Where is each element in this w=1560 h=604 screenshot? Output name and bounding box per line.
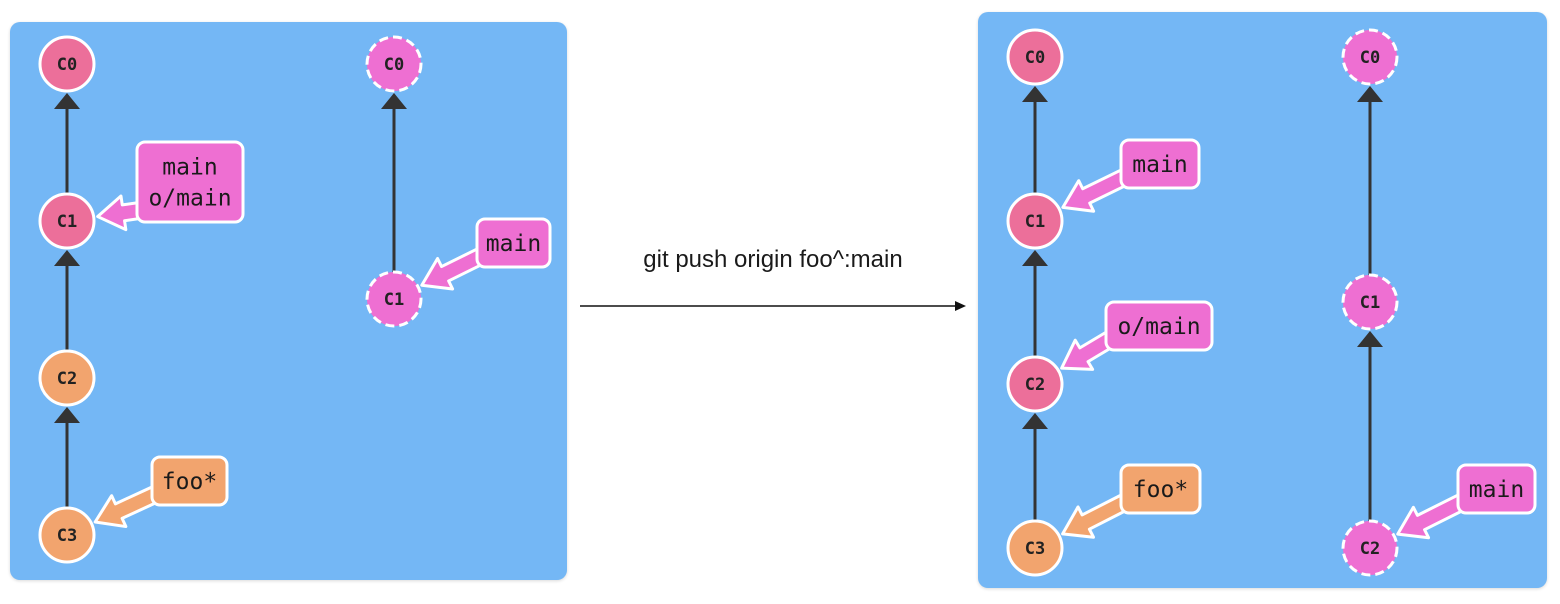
after-local-branch-o-main: o/main xyxy=(1060,300,1214,371)
before-local-commit-c1: C1 xyxy=(38,192,96,250)
before-remote-c1-arrowhead xyxy=(381,93,407,109)
after-remote-c2-arrowhead xyxy=(1357,331,1383,347)
before-local-c1-arrowhead xyxy=(54,93,80,109)
after-local-commit-c2: C2 xyxy=(1006,355,1064,413)
before-local-commit-c2-label: C2 xyxy=(57,369,77,389)
before-local-commit-c3: C3 xyxy=(38,506,96,564)
after-local-branch-foo-text: foo* xyxy=(1133,477,1188,503)
git-command-label: git push origin foo^:main xyxy=(643,246,903,273)
before-local-commit-c1-label: C1 xyxy=(57,212,77,232)
transition-arrowhead xyxy=(955,301,966,311)
before-remote-commit-c0: C0 xyxy=(365,35,423,93)
before-local-branch-main: main o/main xyxy=(96,140,245,232)
after-local-branch-o-main-text: o/main xyxy=(1117,314,1200,340)
after-local-commit-c0: C0 xyxy=(1006,28,1064,86)
after-local-c2-arrowhead xyxy=(1022,250,1048,266)
after-remote-commit-c1-circle xyxy=(1341,273,1399,331)
before-local-branch-main-text: o/main xyxy=(148,186,231,212)
after-remote-commit-c2-label: C2 xyxy=(1360,539,1380,559)
before-local-c2-arrowhead xyxy=(54,250,80,266)
after-local-branch-foo: foo* xyxy=(1061,463,1202,539)
after-remote-commit-c2-circle xyxy=(1341,519,1399,577)
after-remote-commit-c0: C0 xyxy=(1341,28,1399,86)
after-local-commit-c2-label: C2 xyxy=(1025,375,1045,395)
after-local-branch-foo-box xyxy=(1119,463,1202,515)
after-remote-commit-c1-label: C1 xyxy=(1360,293,1380,313)
after-local-c3-arrowhead xyxy=(1022,413,1048,429)
after-remote-commit-c0-circle xyxy=(1341,28,1399,86)
after-local-commit-c3-circle xyxy=(1006,519,1064,577)
before-local-commit-c2-circle xyxy=(38,349,96,407)
before-local-commit-c0: C0 xyxy=(38,35,96,93)
before-remote-commit-c0-circle xyxy=(365,35,423,93)
before-remote-branch-main: main xyxy=(420,217,552,291)
after-remote-branch-main-box xyxy=(1456,463,1537,515)
before-remote-commit-c1: C1 xyxy=(365,270,423,328)
after-remote-branch-main-text: main xyxy=(1469,477,1524,503)
after-panel xyxy=(978,12,1547,588)
before-local-c3-arrowhead xyxy=(54,407,80,423)
after-local-branch-main: main xyxy=(1061,138,1201,213)
after-local-commit-c1-label: C1 xyxy=(1025,212,1045,232)
after-local-branch-main-text: main xyxy=(1132,152,1187,178)
after-remote-c1-arrowhead xyxy=(1357,86,1383,102)
before-local-commit-c0-circle xyxy=(38,35,96,93)
before-remote-commit-c1-label: C1 xyxy=(384,290,404,310)
before-local-branch-foo-box xyxy=(150,455,229,507)
after-local-commit-c1-circle xyxy=(1006,192,1064,250)
before-remote-commit-c1-circle xyxy=(365,270,423,328)
after-local-c1-arrowhead xyxy=(1022,86,1048,102)
after-remote-commit-c1: C1 xyxy=(1341,273,1399,331)
after-local-commit-c0-circle xyxy=(1006,28,1064,86)
before-local-branch-foo: foo* xyxy=(93,455,229,529)
after-local-branch-main-box xyxy=(1119,138,1201,190)
after-local-commit-c3-label: C3 xyxy=(1025,539,1045,559)
before-remote-branch-main-box xyxy=(475,217,552,269)
after-local-commit-c3: C3 xyxy=(1006,519,1064,577)
before-local-commit-c3-label: C3 xyxy=(57,526,77,546)
before-local-branch-foo-text: foo* xyxy=(162,469,217,495)
before-local-commit-c0-label: C0 xyxy=(57,55,77,75)
after-local-branch-o-main-box xyxy=(1104,300,1214,352)
after-remote-branch-main: main xyxy=(1396,463,1537,540)
before-local-commit-c2: C2 xyxy=(38,349,96,407)
after-remote-commit-c0-label: C0 xyxy=(1360,48,1380,68)
after-local-commit-c0-label: C0 xyxy=(1025,48,1045,68)
after-local-commit-c1: C1 xyxy=(1006,192,1064,250)
after-local-commit-c2-circle xyxy=(1006,355,1064,413)
before-remote-branch-main-text: main xyxy=(486,231,541,257)
before-panel xyxy=(10,22,567,580)
before-local-commit-c1-circle xyxy=(38,192,96,250)
before-remote-commit-c0-label: C0 xyxy=(384,55,404,75)
before-local-commit-c3-circle xyxy=(38,506,96,564)
before-local-branch-main-box xyxy=(135,140,245,224)
before-local-branch-main-text: main xyxy=(162,155,217,181)
after-remote-commit-c2: C2 xyxy=(1341,519,1399,577)
